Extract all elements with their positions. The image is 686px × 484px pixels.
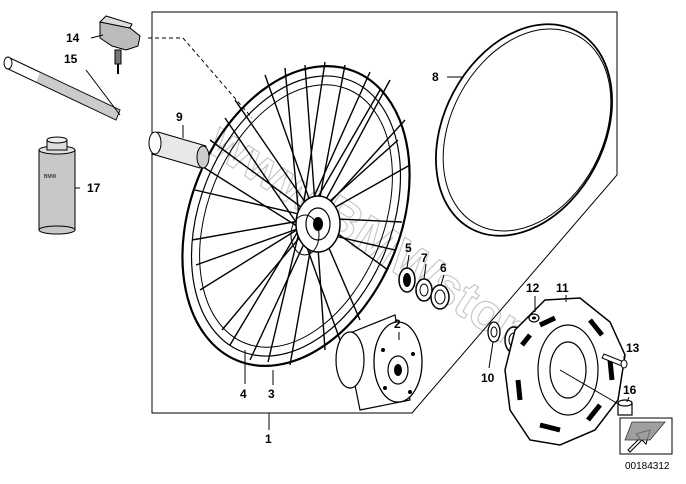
rim-tape — [435, 23, 613, 237]
spray-can-icon: BMW — [38, 136, 76, 235]
callout-3: 3 — [268, 387, 275, 401]
callout-7: 7 — [421, 251, 428, 265]
callout-2: 2 — [394, 317, 401, 331]
callout-8: 8 — [432, 70, 439, 84]
callout-15: 15 — [64, 52, 78, 66]
callouts: 14 15 9 17 8 5 7 6 2 4 3 1 10 12 11 13 1… — [64, 31, 640, 446]
callout-9: 9 — [176, 110, 183, 124]
hub-icon — [335, 314, 423, 411]
valve-icon — [98, 15, 141, 74]
callout-11: 11 — [556, 281, 569, 295]
assembly-frame — [151, 11, 618, 414]
callout-1: 1 — [265, 432, 272, 446]
brake-disc-icon — [504, 297, 626, 446]
wheel-hub — [290, 195, 341, 256]
callout-6: 6 — [440, 261, 447, 275]
callout-13: 13 — [626, 341, 640, 355]
leader-lines — [75, 34, 630, 430]
spacer-sleeve-icon — [148, 131, 210, 169]
reference-number: 00184312 — [625, 461, 670, 472]
callout-10: 10 — [481, 371, 495, 385]
bolt-16-icon — [559, 369, 633, 416]
callout-16: 16 — [623, 383, 637, 397]
callout-17: 17 — [87, 181, 101, 195]
reference-box: 00184312 — [619, 417, 673, 472]
axle-icon — [3, 56, 121, 121]
valve-dashed-line — [148, 37, 253, 119]
callout-14: 14 — [66, 31, 80, 45]
can-brand-text: BMW — [44, 174, 57, 180]
washer-icon — [528, 313, 540, 323]
wheel-rim — [181, 65, 411, 367]
seal-ring-icon — [398, 267, 416, 293]
callout-4: 4 — [240, 387, 247, 401]
bolt-13-icon — [601, 353, 628, 369]
callout-12: 12 — [526, 281, 540, 295]
bearing-6-icon — [430, 284, 450, 310]
callout-5: 5 — [405, 241, 412, 255]
bearing-7-icon — [415, 278, 433, 302]
